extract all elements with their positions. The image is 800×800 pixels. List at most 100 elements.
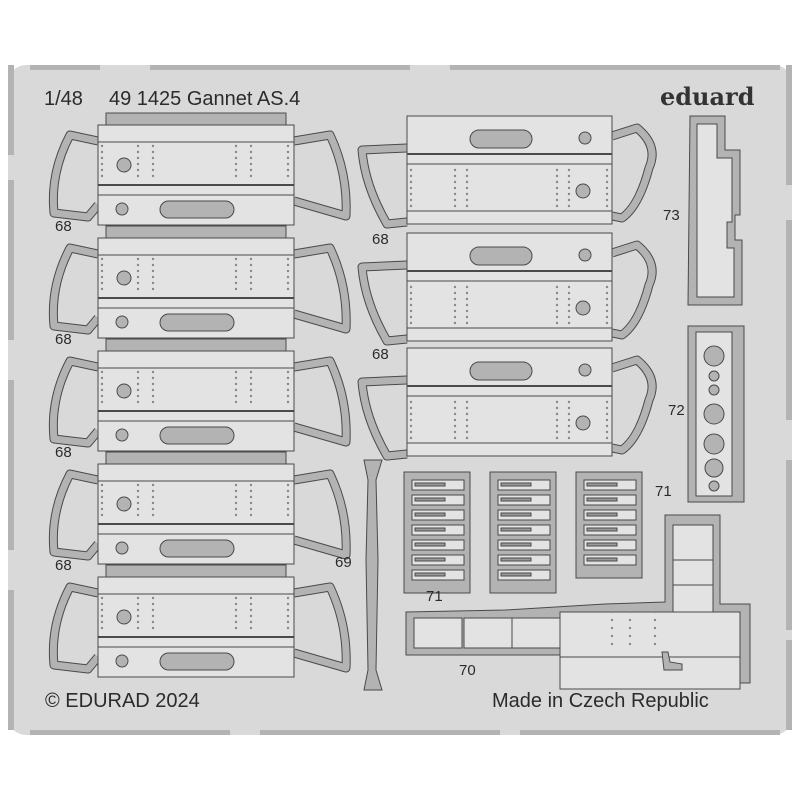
rivet [249,501,253,505]
wing-frame [49,357,101,447]
rivet [286,269,290,273]
rivet [234,269,238,273]
rivet [249,269,253,273]
wing-frame [610,241,656,339]
rivet [605,285,609,289]
rivet [286,608,290,612]
rivet [453,430,457,434]
rivet [136,394,140,398]
rivet [555,303,559,307]
rivet [234,281,238,285]
rivet [151,483,155,487]
rivet [567,186,571,190]
rivet [567,418,571,422]
rivet [465,406,469,410]
rivet [136,150,140,154]
rivet [286,257,290,261]
rivet [100,162,104,166]
rivet [100,287,104,291]
edge-frame [786,65,792,185]
slot [469,361,533,381]
part-70-section [463,617,513,649]
rung-slot [414,557,446,562]
rivet [653,642,657,646]
part-label-68: 68 [55,557,72,574]
rivet [465,309,469,313]
rivet [136,614,140,618]
wing-frame [358,376,408,460]
rivet [100,156,104,160]
rivet [151,174,155,178]
rivet [100,614,104,618]
rivet [100,394,104,398]
rivet [151,596,155,600]
rivet [453,400,457,404]
rivet [151,144,155,148]
slot [159,539,235,558]
rivet [286,394,290,398]
rivet [151,513,155,517]
rivet [249,174,253,178]
rivet [136,287,140,291]
hole [575,183,591,199]
slot [469,246,533,266]
origin-text: Made in Czech Republic [492,690,709,712]
rivet [286,263,290,267]
rivet [249,156,253,160]
rivet [409,180,413,184]
rivet [234,507,238,511]
rivet [286,168,290,172]
sprue-tab [105,338,287,352]
rivet [100,275,104,279]
rivet [605,168,609,172]
rivet [555,198,559,202]
rivet [234,144,238,148]
rivet [605,303,609,307]
rivet [286,287,290,291]
wing-frame [358,144,408,228]
rivet [555,406,559,410]
rivet [136,382,140,386]
rivet [136,620,140,624]
rivet [409,291,413,295]
rivet [567,204,571,208]
rivet [136,513,140,517]
wing-frame [293,131,350,220]
rivet [136,483,140,487]
hole [708,384,720,396]
sprue-tab [105,451,287,465]
wing-frame [293,583,350,672]
rivet [409,321,413,325]
rivet [234,596,238,600]
rivet [605,321,609,325]
hole [115,428,129,442]
rivet [409,406,413,410]
rivet [409,174,413,178]
rivet [136,174,140,178]
edge-frame [8,65,14,155]
rung-slot [500,542,532,547]
rivet [286,376,290,380]
hole [578,131,592,145]
rivet [409,418,413,422]
rung-slot [414,512,446,517]
rivet [465,297,469,301]
rivet [555,309,559,313]
rivet [234,501,238,505]
rivet [567,174,571,178]
rivet [234,626,238,630]
rivet [453,291,457,295]
rivet [234,400,238,404]
rivet [100,388,104,392]
rivet [151,162,155,166]
rivet [610,634,614,638]
rivet [465,321,469,325]
rivet [234,602,238,606]
rivet [286,388,290,392]
rung-slot [586,497,618,502]
rivet [234,489,238,493]
rivet [453,174,457,178]
rivet [234,394,238,398]
rivet [151,501,155,505]
